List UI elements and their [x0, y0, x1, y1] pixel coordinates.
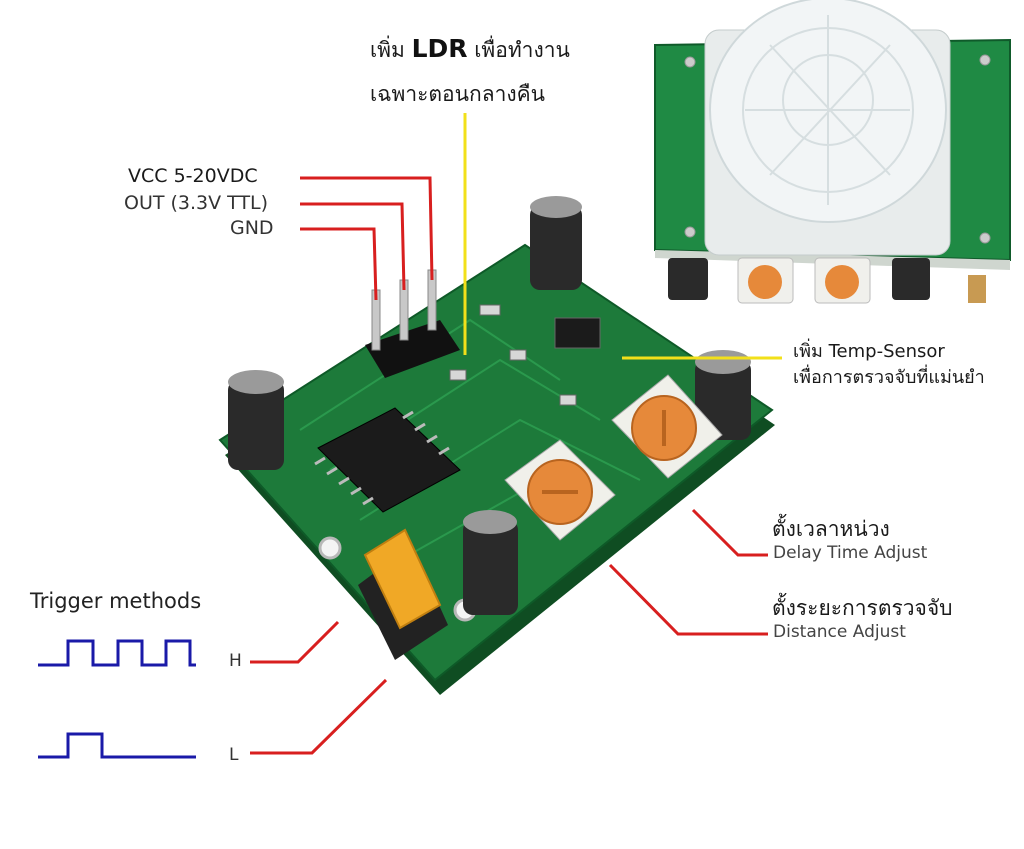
leader-lines-yellow	[463, 113, 782, 360]
ldr-bold: LDR	[411, 34, 468, 63]
leader-lines-red	[250, 176, 768, 755]
temp-note-line1: เพิ่ม Temp-Sensor	[793, 341, 945, 362]
waveforms	[38, 639, 196, 759]
ldr-suffix: เพื่อทำงาน	[474, 38, 570, 62]
trigger-methods-title: Trigger methods	[30, 589, 202, 613]
ldr-note-line1: เพิ่ม LDR เพื่อทำงาน	[370, 34, 570, 67]
potentiometers	[504, 374, 723, 541]
temp-note-line2: เพื่อการตรวจจับที่แม่นยำ	[793, 367, 985, 388]
distance-thai-label: ตั้งระยะการตรวจจับ	[772, 596, 953, 620]
distance-english-label: Distance Adjust	[773, 622, 906, 642]
waveform-high	[38, 639, 196, 667]
capacitors	[228, 196, 751, 615]
pin-out-label: OUT (3.3V TTL)	[124, 192, 269, 214]
ldr-prefix: เพิ่ม	[370, 38, 405, 62]
delay-thai-label: ตั้งเวลาหน่วง	[772, 517, 890, 541]
trigger-low-label: L	[229, 745, 239, 765]
waveform-low	[38, 732, 196, 759]
trigger-high-label: H	[229, 651, 242, 671]
pir-dome-module-photo	[654, 0, 1011, 304]
delay-english-label: Delay Time Adjust	[773, 543, 928, 563]
pir-board-photo	[218, 196, 775, 695]
pin-gnd-label: GND	[230, 217, 274, 239]
pin-vcc-label: VCC 5-20VDC	[128, 165, 258, 187]
ldr-note-line2: เฉพาะตอนกลางคืน	[370, 82, 546, 106]
trigger-jumper	[358, 528, 448, 660]
